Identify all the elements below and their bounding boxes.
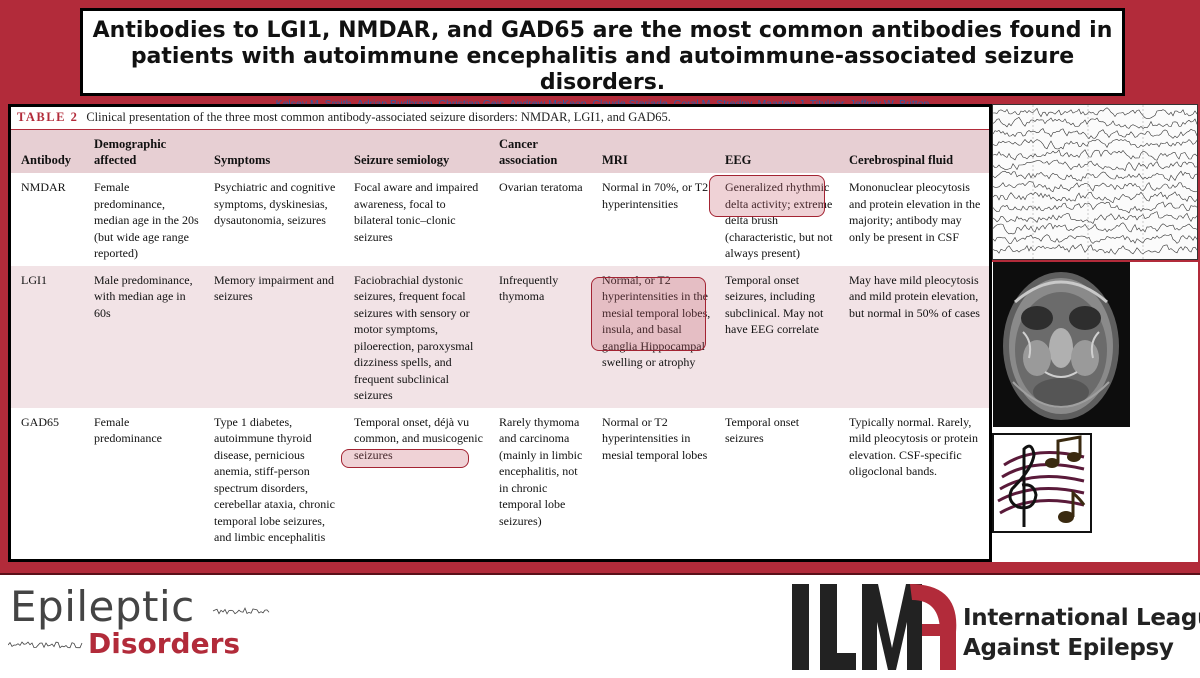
journal-name-line2: Disorders <box>88 627 241 660</box>
cell-semiology: Faciobrachial dystonic seizures, frequen… <box>344 265 489 408</box>
eeg-channel-trace <box>993 139 1197 150</box>
eeg-channel-trace <box>993 201 1197 214</box>
eeg-channel-trace <box>993 191 1197 204</box>
cell-demographic: Male predominance, with median age in 60… <box>84 265 204 408</box>
table-caption-text: Clinical presentation of the three most … <box>86 110 671 124</box>
epileptic-disorders-logo: Epileptic Disorders <box>8 585 273 665</box>
table-header-row: Antibody Demographic affected Symptoms S… <box>11 129 989 173</box>
eeg-channel-trace <box>993 222 1197 235</box>
cell-eeg: Temporal onset seizures, including subcl… <box>715 265 839 408</box>
cell-mri: Normal, or T2 hyperintensities in the me… <box>592 265 715 408</box>
column-header: Cerebrospinal fluid <box>839 129 989 173</box>
ilae-logo: International League Against Epilepsy <box>790 578 1200 673</box>
column-header: Demographic affected <box>84 129 204 173</box>
eeg-channel-trace <box>993 159 1197 172</box>
column-header: Antibody <box>11 129 84 173</box>
eeg-channel-trace <box>993 211 1197 224</box>
cell-eeg: Generalized rhythmic delta activity; ext… <box>725 180 833 260</box>
cell-cancer: Infrequently thymoma <box>489 265 592 408</box>
mri-highlight-box <box>591 277 706 351</box>
ilae-mark-icon <box>792 584 957 670</box>
column-header: EEG <box>715 129 839 173</box>
logo-waveform-lower <box>8 641 83 649</box>
column-header: Cancer association <box>489 129 592 173</box>
column-header: Seizure semiology <box>344 129 489 173</box>
eeg-channel-trace <box>993 170 1197 182</box>
cell-csf: Mononuclear pleocytosis and protein elev… <box>849 180 981 244</box>
title-box: Antibodies to LGI1, NMDAR, and GAD65 are… <box>80 8 1125 110</box>
column-header: MRI <box>592 129 715 173</box>
eeg-highlight-box <box>709 175 825 217</box>
cell-mri: Normal or T2 hyperintensities in mesial … <box>602 414 708 462</box>
cell-symptoms: Type 1 diabetes, autoimmune thyroid dise… <box>214 414 335 545</box>
cell-semiology: Focal aware and impaired awareness, foca… <box>354 180 479 244</box>
clinical-table-panel: TABLE 2 Clinical presentation of the thre… <box>8 104 992 562</box>
cell-antibody: LGI1 <box>11 265 84 408</box>
eeg-channel-trace <box>993 117 1197 129</box>
eeg-channel-trace <box>993 181 1197 193</box>
cell-symptoms: Memory impairment and seizures <box>204 265 344 408</box>
cell-csf: May have mild pleocytosis and mild prote… <box>839 265 989 408</box>
clinical-presentation-table: Antibody Demographic affected Symptoms S… <box>11 129 989 550</box>
journal-name-line1: Epileptic <box>10 582 195 631</box>
semiology-highlight-box <box>341 449 469 468</box>
music-notes-icon <box>992 433 1092 533</box>
ilae-name: International League Against Epilepsy <box>963 603 1200 663</box>
ilae-name-line2: Against Epilepsy <box>963 635 1174 661</box>
cell-demographic: Female predominance, median age in the 2… <box>94 180 199 260</box>
table-row-lgi1: LGI1 Male predominance, with median age … <box>11 265 989 408</box>
cell-antibody: GAD65 <box>21 414 59 429</box>
cell-csf: Typically normal. Rarely, mild pleocytos… <box>849 414 978 479</box>
cell-demographic: Female predominance <box>94 414 162 446</box>
ilae-name-line1: International League <box>963 605 1200 631</box>
eeg-channel-trace <box>993 233 1197 244</box>
table-label: TABLE 2 <box>17 110 79 124</box>
frame-bottom-border <box>0 573 1200 575</box>
table-row-nmdar: NMDAR Female predominance, median age in… <box>11 173 989 266</box>
cell-antibody: NMDAR <box>21 180 66 194</box>
cell-mri: Normal in 70%, or T2 hyperintensities <box>602 180 709 211</box>
column-header: Symptoms <box>204 129 344 173</box>
eeg-channel-trace <box>993 128 1197 140</box>
cell-eeg: Temporal onset seizures <box>725 414 800 446</box>
eeg-channel-trace <box>993 149 1197 161</box>
cell-semiology: Temporal onset, déjà vu common, and musi… <box>354 414 483 462</box>
table-row-gad65: GAD65 Female predominance Type 1 diabete… <box>11 408 989 550</box>
eeg-channel-trace <box>993 107 1197 119</box>
logo-waveform-upper <box>212 607 270 615</box>
table-caption: TABLE 2 Clinical presentation of the thre… <box>11 107 989 127</box>
cell-symptoms: Psychiatric and cognitive symptoms, dysk… <box>214 180 336 227</box>
headline: Antibodies to LGI1, NMDAR, and GAD65 are… <box>92 18 1113 95</box>
eeg-tracing-image <box>992 104 1198 260</box>
brain-mri-image <box>993 262 1130 427</box>
eeg-channel-trace <box>993 243 1197 255</box>
cell-cancer: Rarely thymoma and carcinoma (mainly in … <box>499 414 583 528</box>
cell-cancer: Ovarian teratoma <box>499 180 583 194</box>
